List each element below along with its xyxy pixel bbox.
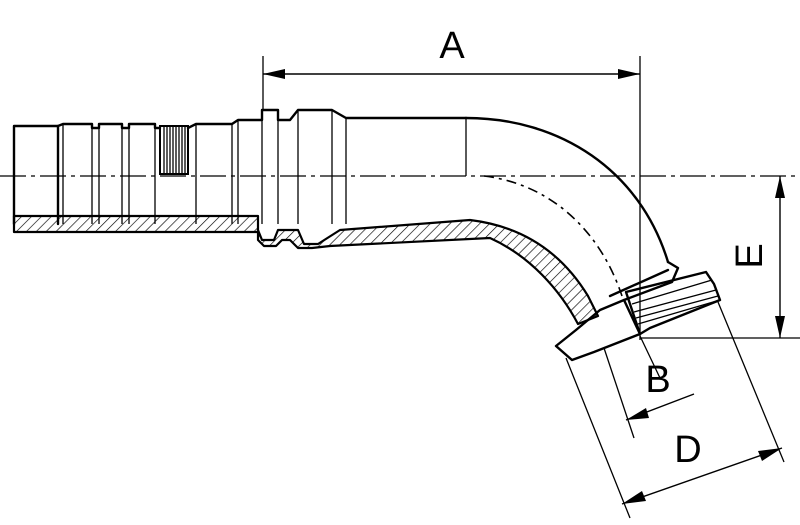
dimension-b: B	[603, 335, 695, 439]
hatched-wall	[12, 214, 600, 326]
dimension-a-label: A	[439, 25, 465, 67]
dimension-a: A	[262, 25, 641, 340]
dimension-b-label: B	[645, 359, 670, 401]
knurled-ring	[159, 125, 189, 175]
dimension-e: E	[640, 176, 800, 339]
dimension-d: D	[565, 301, 785, 519]
dimension-d-label: D	[674, 429, 701, 471]
dimension-e-label: E	[729, 243, 771, 268]
fitting-body	[12, 108, 722, 362]
